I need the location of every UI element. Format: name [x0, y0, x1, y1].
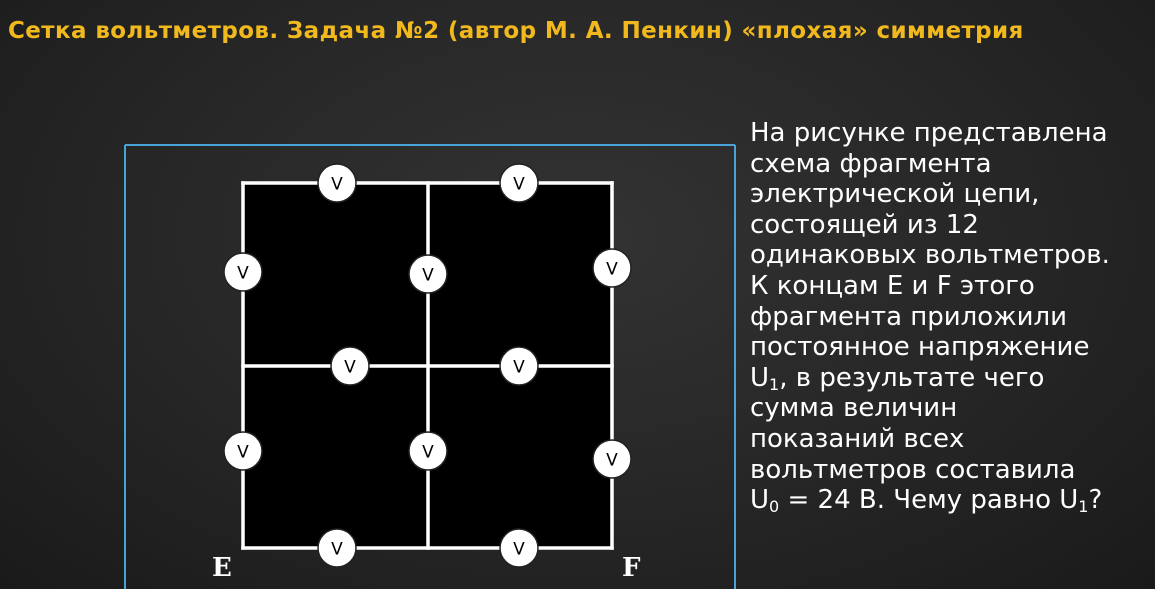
voltage-symbol: U — [1059, 485, 1079, 516]
blue-frame — [124, 144, 736, 589]
voltmeter-symbol: V — [513, 540, 525, 560]
voltage-subscript: 1 — [769, 374, 780, 394]
voltmeter-symbol: V — [513, 358, 525, 378]
problem-line: одинаковых вольтметров. — [750, 240, 1110, 271]
voltmeter-top-right: V — [499, 163, 539, 203]
voltmeter-symbol: V — [331, 175, 343, 195]
problem-line: показаний всех — [750, 423, 965, 454]
voltmeter-symbol: V — [331, 540, 343, 560]
voltmeter-grid-diagram: V V V V V V V V V V V V E — [124, 144, 736, 589]
voltage-subscript: 0 — [769, 497, 780, 517]
problem-text: = 24 В. Чему равно — [779, 485, 1060, 516]
voltage-subscript: 1 — [1078, 497, 1089, 517]
problem-line: состоящей из 12 — [750, 209, 979, 240]
voltmeter-symbol: V — [237, 264, 249, 284]
voltmeter-right-lower: V — [592, 439, 632, 479]
problem-line-u1: U1, в результате чего — [750, 363, 1150, 394]
node-label-e: E — [212, 553, 232, 583]
voltmeter-bottom-right: V — [499, 528, 539, 568]
voltmeter-center-lower: V — [408, 431, 448, 471]
voltmeter-middle-left: V — [330, 346, 370, 386]
voltmeter-bottom-left: V — [317, 528, 357, 568]
cell-top-right — [428, 183, 612, 366]
voltmeter-symbol: V — [606, 260, 618, 280]
voltage-symbol: U — [750, 485, 770, 516]
problem-line: фрагмента приложили — [750, 301, 1068, 332]
voltmeter-middle-right: V — [499, 346, 539, 386]
cell-bottom-left — [243, 366, 428, 548]
problem-line: электрической цепи, — [750, 179, 1040, 210]
problem-statement: На рисунке представлена схема фрагмента … — [750, 118, 1150, 516]
voltmeter-right-upper: V — [592, 248, 632, 288]
voltmeter-symbol: V — [237, 443, 249, 463]
problem-line: К концам E и F этого — [750, 270, 1035, 301]
voltmeter-symbol: V — [422, 443, 434, 463]
problem-line: схема фрагмента — [750, 148, 992, 179]
voltmeter-top-left: V — [317, 163, 357, 203]
voltmeter-symbol: V — [344, 358, 356, 378]
cell-bottom-right — [428, 366, 612, 548]
grid-cells — [243, 183, 612, 548]
voltmeter-symbol: V — [422, 266, 434, 286]
voltmeter-center-upper: V — [408, 254, 448, 294]
cell-top-left — [243, 183, 428, 366]
problem-line: вольтметров составила — [750, 454, 1076, 485]
voltmeter-symbol: V — [606, 451, 618, 471]
slide-title: Сетка вольтметров. Задача №2 (автор М. А… — [8, 18, 1024, 44]
problem-line: сумма величин — [750, 393, 958, 424]
voltmeter-left-upper: V — [223, 252, 263, 292]
voltmeter-symbol: V — [513, 175, 525, 195]
problem-line-question: U0 = 24 В. Чему равно U1? — [750, 485, 1150, 516]
question-mark: ? — [1088, 485, 1103, 516]
voltmeter-left-lower: V — [223, 431, 263, 471]
problem-text: , в результате чего — [779, 362, 1045, 393]
problem-line: постоянное напряжение — [750, 332, 1090, 363]
grid-wires — [241, 181, 614, 550]
problem-line: На рисунке представлена — [750, 118, 1108, 148]
node-label-f: F — [622, 553, 641, 583]
voltage-symbol: U — [750, 362, 770, 393]
